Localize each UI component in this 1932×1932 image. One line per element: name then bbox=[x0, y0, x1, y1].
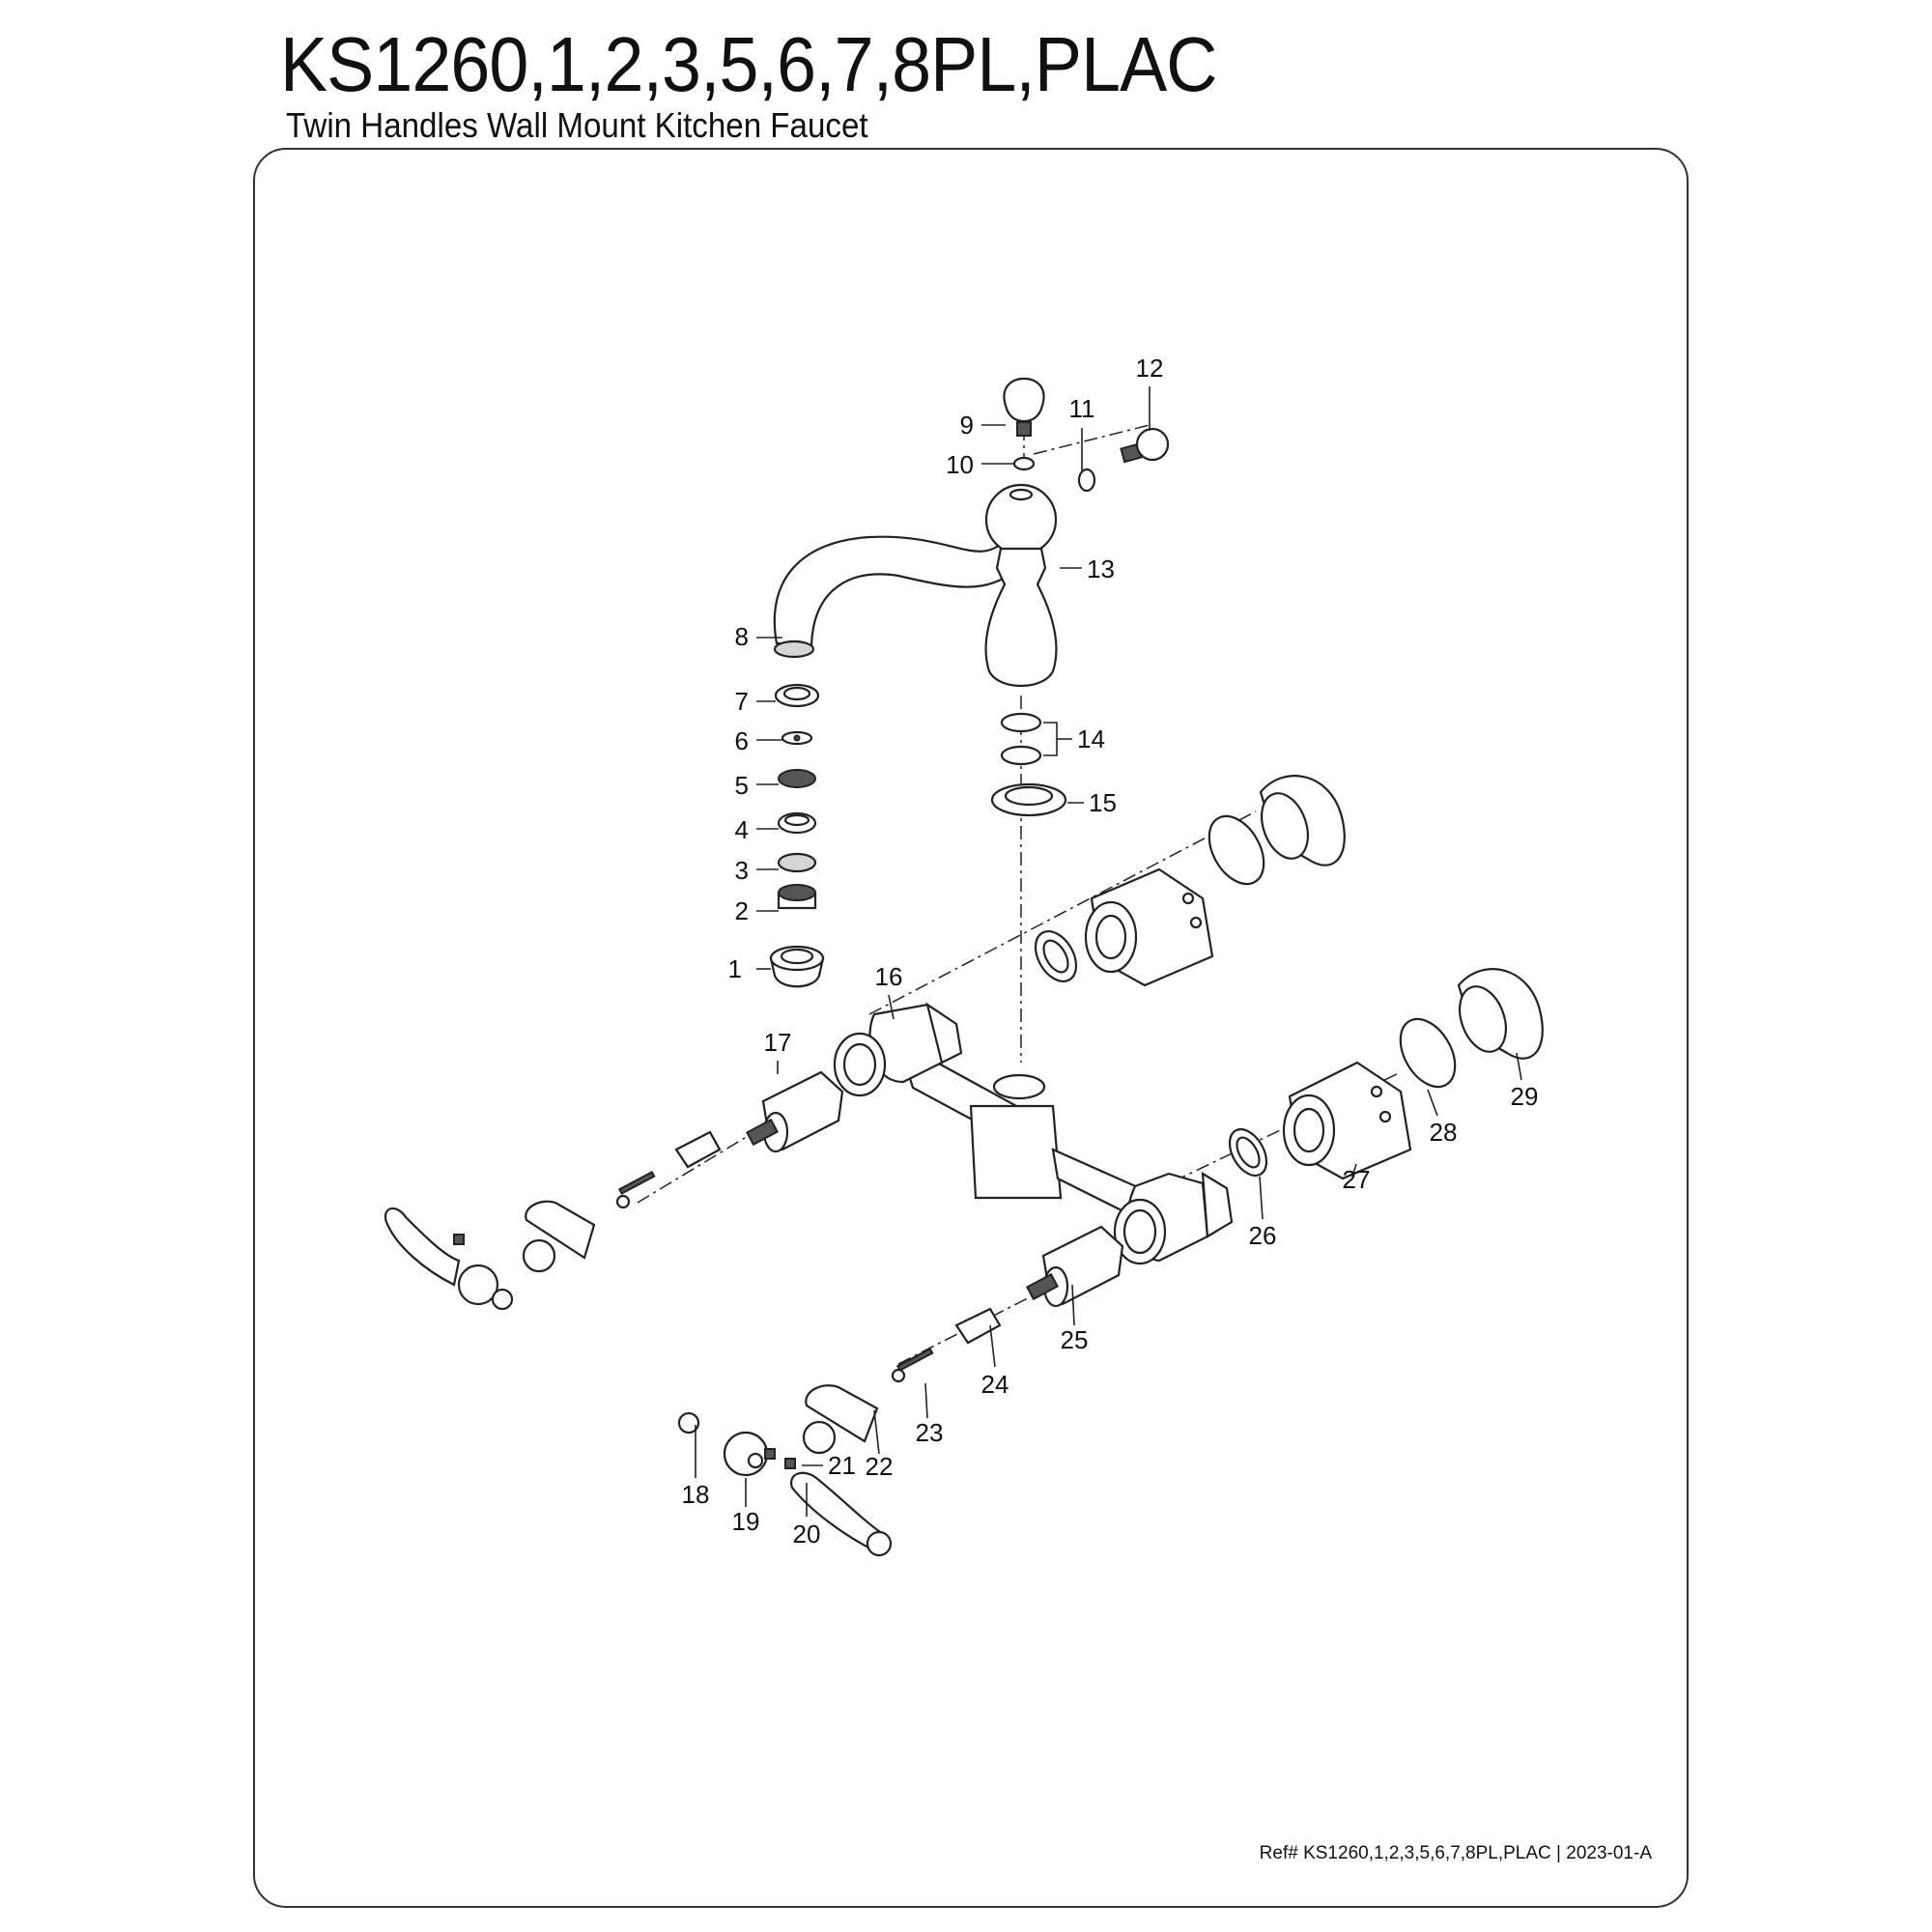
page-subtitle: Twin Handles Wall Mount Kitchen Faucet bbox=[286, 105, 868, 145]
callout-18: 18 bbox=[682, 1480, 710, 1509]
callout-24: 24 bbox=[981, 1370, 1009, 1399]
wall-mount-body bbox=[833, 1002, 1234, 1265]
callout-17: 17 bbox=[764, 1028, 792, 1057]
callout-15: 15 bbox=[1089, 788, 1117, 817]
leader-lines bbox=[695, 386, 1522, 1517]
callout-20: 20 bbox=[793, 1520, 821, 1548]
callout-26: 26 bbox=[1249, 1221, 1277, 1250]
callout-14: 14 bbox=[1077, 724, 1105, 753]
callout-6: 6 bbox=[735, 726, 749, 755]
callout-1: 1 bbox=[728, 954, 742, 983]
side-button-cap bbox=[1120, 427, 1170, 464]
callout-19: 19 bbox=[732, 1507, 760, 1536]
reference-number: Ref# KS1260,1,2,3,5,6,7,8PL,PLAC | 2023-… bbox=[1259, 1843, 1652, 1863]
callout-11: 11 bbox=[1069, 394, 1095, 423]
callout-25: 25 bbox=[1061, 1325, 1089, 1354]
lower-eccentric-assembly bbox=[1228, 968, 1544, 1180]
small-washer bbox=[1012, 456, 1036, 471]
spout bbox=[773, 518, 1018, 659]
callout-27: 27 bbox=[1343, 1165, 1371, 1194]
callout-29: 29 bbox=[1511, 1082, 1539, 1111]
spout-body bbox=[984, 483, 1058, 688]
right-cartridge bbox=[891, 1225, 1124, 1383]
callout-10: 10 bbox=[946, 450, 974, 479]
callout-22: 22 bbox=[866, 1452, 894, 1481]
callout-23: 23 bbox=[916, 1418, 944, 1447]
left-cartridge bbox=[615, 1070, 844, 1209]
left-handle bbox=[384, 1200, 596, 1311]
spout-escutcheon-ring bbox=[990, 782, 1067, 817]
callout-5: 5 bbox=[735, 771, 749, 800]
callout-21: 21 bbox=[828, 1451, 856, 1480]
upper-eccentric-assembly bbox=[1034, 775, 1346, 987]
spout-o-ring-lower bbox=[1000, 745, 1042, 766]
callout-16: 16 bbox=[875, 962, 903, 991]
callout-13: 13 bbox=[1087, 554, 1115, 583]
callout-9: 9 bbox=[960, 411, 974, 440]
spout-o-ring-upper bbox=[1000, 712, 1042, 733]
callout-labels: 1 2 3 4 5 6 7 8 9 10 11 12 13 14 15 16 1… bbox=[682, 354, 1539, 1548]
finial-cap bbox=[1003, 377, 1045, 437]
callout-7: 7 bbox=[735, 687, 749, 716]
callout-28: 28 bbox=[1430, 1118, 1458, 1147]
page-title: KS1260,1,2,3,5,6,7,8PL,PLAC bbox=[280, 21, 1217, 107]
diagram-frame bbox=[253, 148, 1689, 1908]
right-handle bbox=[677, 1384, 893, 1557]
side-o-ring bbox=[1077, 468, 1096, 493]
callout-12: 12 bbox=[1136, 354, 1164, 383]
callout-8: 8 bbox=[735, 622, 749, 651]
callout-4: 4 bbox=[735, 815, 749, 844]
callout-2: 2 bbox=[735, 896, 749, 925]
aerator-assembly bbox=[769, 683, 825, 988]
callout-3: 3 bbox=[735, 856, 749, 885]
